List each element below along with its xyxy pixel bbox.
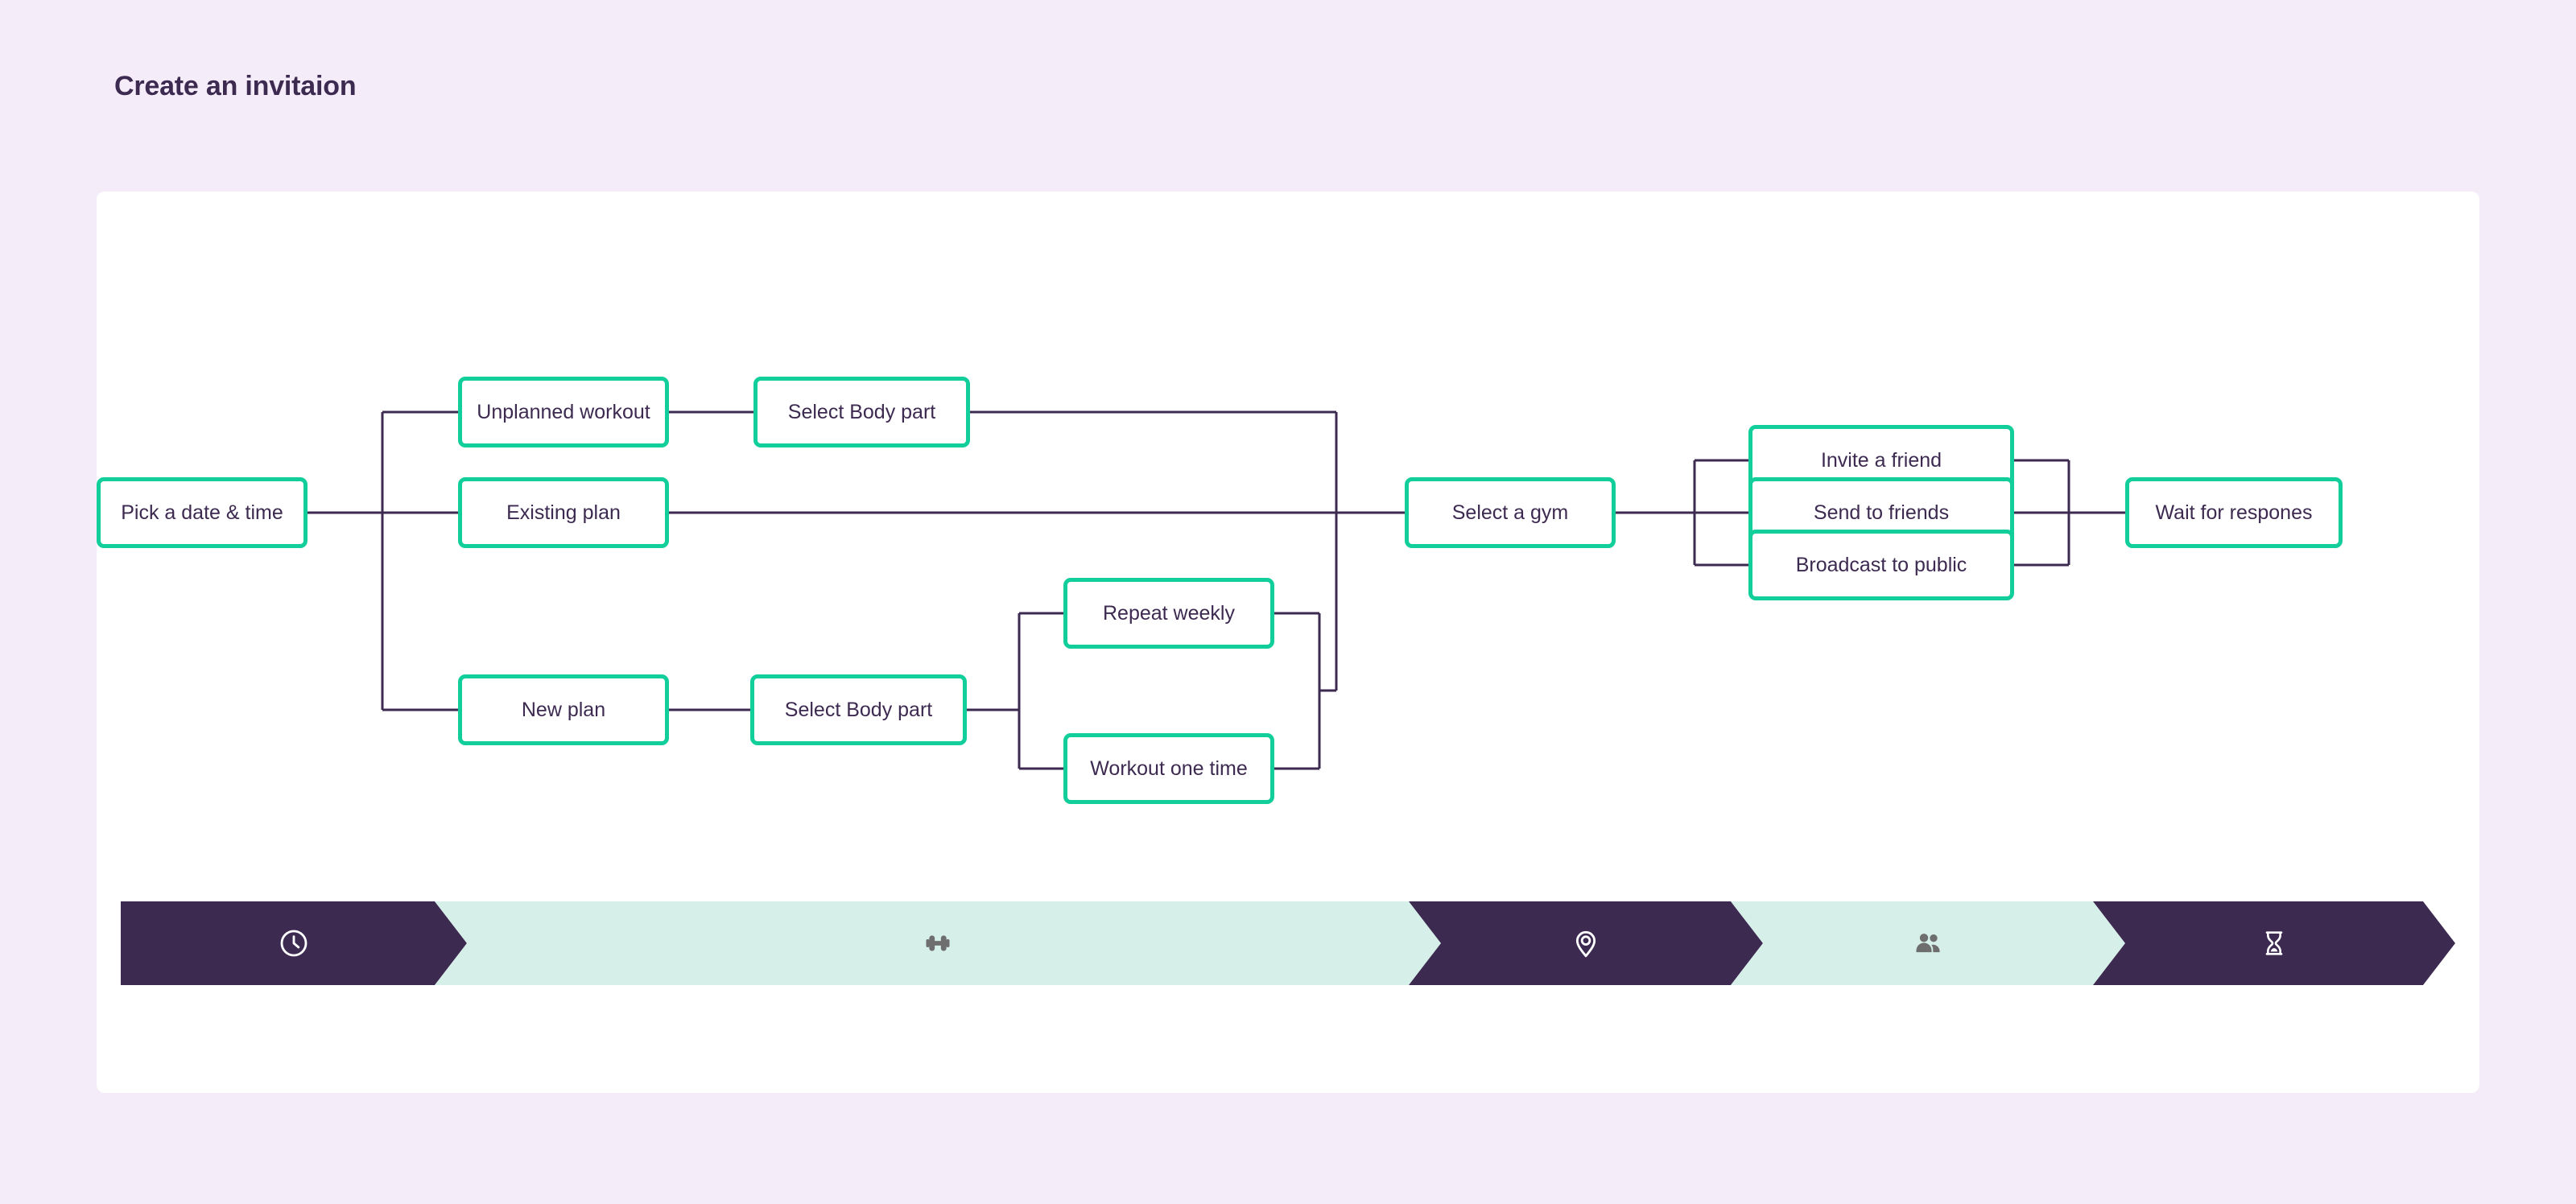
flow-node-label: Select Body part [784,698,933,721]
timeline-step-time[interactable] [121,901,467,985]
diagram-canvas: Pick a date & time Unplanned workout Exi… [97,192,2479,1093]
flow-node-select-a-gym[interactable]: Select a gym [1405,477,1616,548]
hourglass-icon [2265,931,2283,955]
people-icon [1916,934,1940,953]
flow-node-label: Select Body part [787,400,936,423]
flow-node-wait-for-respones[interactable]: Wait for respones [2125,477,2343,548]
flow-node-existing-plan[interactable]: Existing plan [458,477,669,548]
timeline-step-wait[interactable] [2093,901,2455,985]
flow-node-label: Broadcast to public [1795,553,1967,576]
flow-node-label: Existing plan [506,501,621,524]
flow-node-label: New plan [521,698,606,721]
flow-node-label: Invite a friend [1820,448,1942,472]
flow-node-workout-one-time[interactable]: Workout one time [1063,733,1274,804]
flow-node-label: Repeat weekly [1103,601,1235,625]
flow-node-pick-date-time[interactable]: Pick a date & time [97,477,308,548]
flow-node-select-body-part-2[interactable]: Select Body part [750,674,967,745]
flow-node-label: Pick a date & time [121,501,283,524]
clock-icon [280,930,308,957]
flow-node-broadcast-to-public[interactable]: Broadcast to public [1748,530,2014,600]
location-pin-icon [1575,930,1596,958]
flow-node-unplanned-workout[interactable]: Unplanned workout [458,377,669,447]
timeline-step-location[interactable] [1409,901,1763,985]
flow-node-label: Select a gym [1451,501,1569,524]
page-title: Create an invitaion [114,71,357,101]
dumbbell-icon [926,935,950,951]
timeline-bar [121,901,2455,985]
flow-node-new-plan[interactable]: New plan [458,674,669,745]
flow-node-repeat-weekly[interactable]: Repeat weekly [1063,578,1274,649]
timeline-step-workout[interactable] [435,901,1441,985]
timeline-step-people[interactable] [1731,901,2125,985]
flow-node-select-body-part-1[interactable]: Select Body part [753,377,970,447]
flow-node-label: Unplanned workout [477,400,650,423]
flow-node-label: Send to friends [1813,501,1950,524]
flow-connectors [308,410,2125,770]
flow-node-label: Workout one time [1090,757,1248,780]
flow-node-label: Wait for respones [2155,501,2313,524]
